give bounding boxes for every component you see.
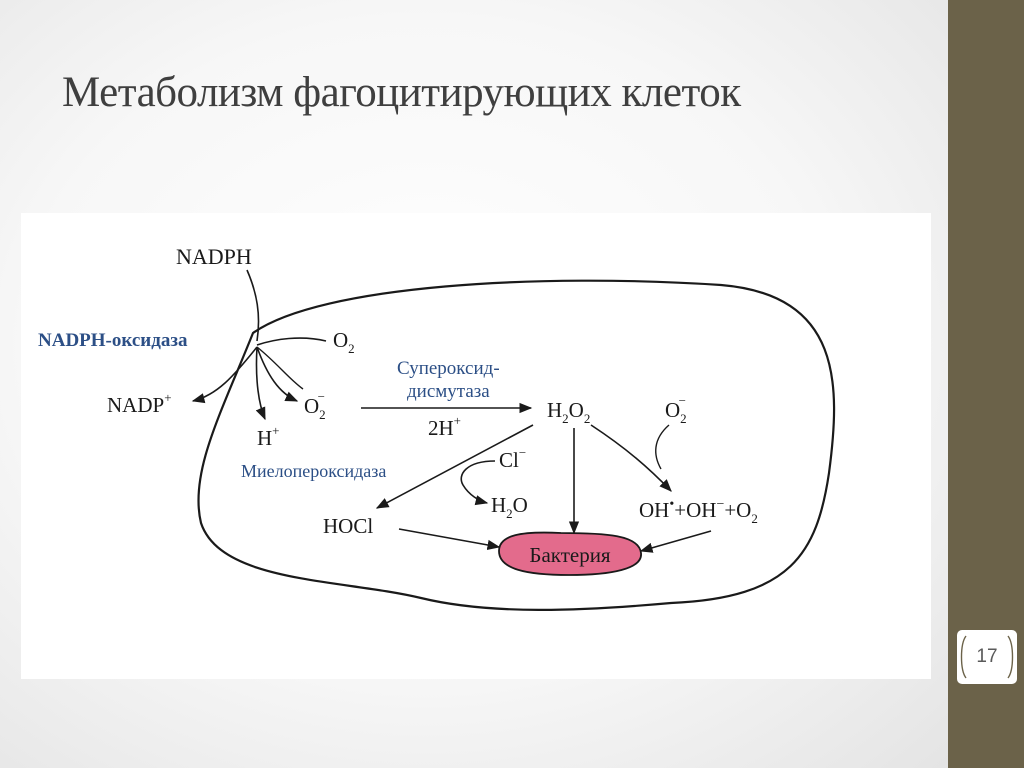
- sod-label-line1: Супероксид-: [397, 358, 500, 379]
- oxygen-label: O2: [333, 328, 355, 356]
- page-number: 17: [976, 646, 998, 667]
- arrow-o2-to-hub: [256, 337, 327, 346]
- phagocyte-cell-outline: [197, 279, 836, 611]
- arrow-h2o2-to-hydroxyl: [590, 424, 672, 492]
- hydroxyl-products-label: OH•+OH−+O2: [639, 497, 758, 526]
- arrow-hub-to-nadp: [191, 346, 258, 404]
- superoxide-right-label: O2−: [665, 393, 687, 426]
- proton-label: H+: [257, 423, 280, 450]
- slide-title: Метаболизм фагоцитирующих клеток: [62, 69, 741, 116]
- bacteria-label: Бактерия: [529, 543, 611, 567]
- nadph-oxidase-label: NADPH-оксидаза: [38, 330, 188, 351]
- arrow-nadph-to-hub: [246, 269, 260, 342]
- hypochlorous-acid-label: HOCl: [323, 514, 373, 538]
- arrow-cl-to-h2o: [460, 460, 496, 506]
- water-label: H2O: [491, 493, 528, 521]
- myeloperoxidase-label: Миелопероксидаза: [241, 461, 386, 481]
- arrow-hub-to-superoxide-2: [256, 346, 304, 390]
- arrow-o2r-join: [655, 424, 670, 470]
- nadph-label: NADPH: [176, 244, 252, 269]
- superoxide-label: O2−: [304, 389, 326, 422]
- arrow-hub-to-superoxide: [256, 346, 299, 402]
- left-bracket-icon: [960, 635, 967, 679]
- nadp-label: NADP+: [107, 390, 172, 417]
- sod-label-line2: дисмутаза: [407, 381, 490, 402]
- right-bracket-icon: [1007, 635, 1014, 679]
- arrow-h2o2-to-hocl: [375, 424, 534, 509]
- hydrogen-peroxide-label: H2O2: [547, 398, 590, 426]
- bacteria-shape: [498, 531, 642, 576]
- chloride-label: Cl−: [499, 445, 526, 472]
- arrow-hydroxyl-to-bacteria: [639, 530, 712, 553]
- two-protons-label: 2H+: [428, 413, 461, 440]
- arrow-hub-to-h: [255, 346, 266, 421]
- metabolism-diagram: Бактерия NADPH NADPH-оксидаза O2 NADP+ O…: [21, 213, 931, 679]
- page-number-badge: 17: [957, 630, 1017, 684]
- arrow-hocl-to-bacteria: [398, 528, 501, 550]
